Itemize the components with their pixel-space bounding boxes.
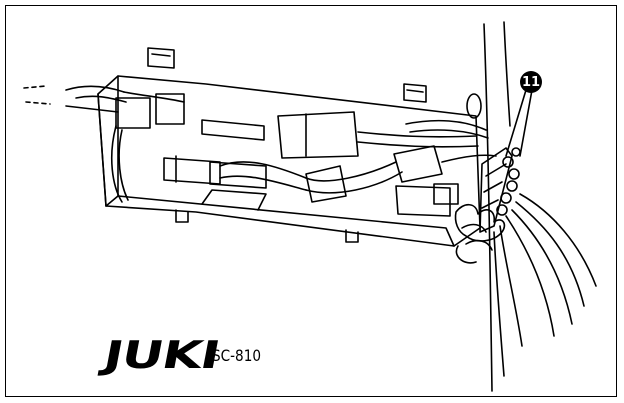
wiring-illustration	[23, 21, 597, 392]
callout-marker: 11	[520, 71, 542, 93]
model-label: SC-810	[212, 346, 261, 365]
connector-bracket	[97, 47, 481, 247]
connectors	[115, 93, 459, 217]
figure-frame: 11 JUKI SC-810	[5, 5, 617, 397]
callout-leader-lines	[505, 89, 533, 157]
machine-side-panel	[466, 21, 511, 392]
cable-harness	[23, 85, 597, 377]
brand-logo: JUKI	[100, 333, 223, 377]
